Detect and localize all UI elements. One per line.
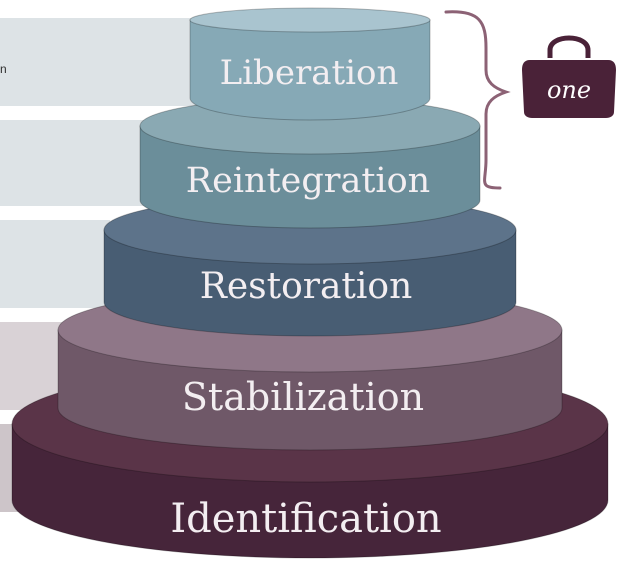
tier-reintegration-side bbox=[139, 125, 481, 229]
side-band-1-text: n bbox=[0, 62, 7, 76]
tier-liberation-side bbox=[189, 19, 431, 121]
badge-body bbox=[522, 60, 616, 118]
curly-brace bbox=[444, 10, 511, 190]
side-band-1: n bbox=[0, 18, 215, 106]
tier-restoration-label: Restoration bbox=[200, 266, 413, 307]
tier-identification-label: Identification bbox=[170, 496, 441, 542]
tier-liberation: Liberation bbox=[189, 7, 431, 121]
one-badge: one bbox=[522, 35, 616, 118]
tier-liberation-top bbox=[189, 7, 431, 33]
side-band-3 bbox=[0, 220, 110, 308]
tier-liberation-label: Liberation bbox=[220, 53, 399, 93]
badge-label: one bbox=[547, 76, 591, 104]
side-band-2 bbox=[0, 120, 150, 206]
tier-reintegration-label: Reintegration bbox=[186, 161, 430, 201]
badge-handle bbox=[547, 35, 591, 58]
tier-stabilization-label: Stabilization bbox=[182, 375, 424, 419]
